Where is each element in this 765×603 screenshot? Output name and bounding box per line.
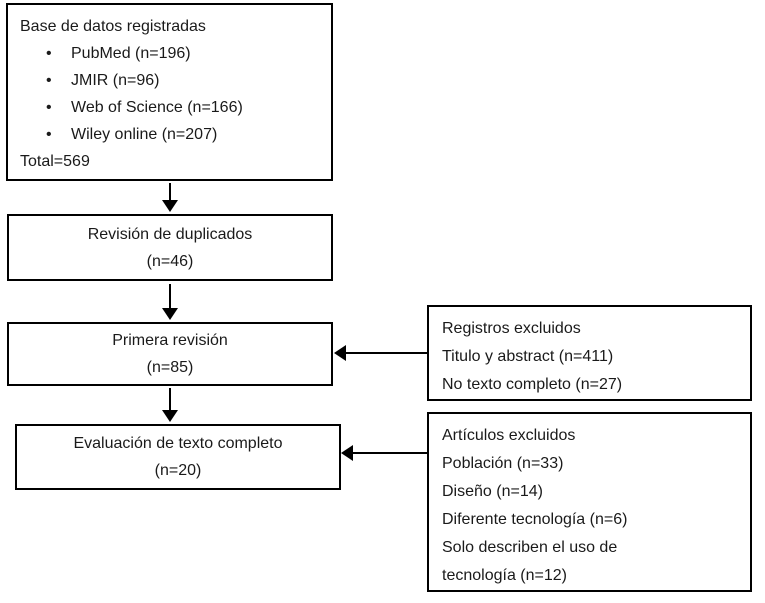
box-databases-title: Base de datos registradas bbox=[20, 18, 206, 35]
box-full-text-evaluation-count: (n=20) bbox=[154, 462, 202, 479]
exclusion-reason: Población (n=33) bbox=[442, 455, 564, 472]
box-full-text-evaluation: Evaluación de texto completo (n=20) bbox=[15, 424, 341, 490]
box-first-review-title: Primera revisión bbox=[112, 332, 228, 349]
box-databases: Base de datos registradas • PubMed (n=19… bbox=[6, 3, 333, 181]
exclusion-reason: tecnología (n=12) bbox=[442, 567, 567, 584]
list-item-wiley: • Wiley online (n=207) bbox=[46, 121, 323, 148]
box-duplicate-review: Revisión de duplicados (n=46) bbox=[7, 214, 333, 281]
arrow-line bbox=[346, 352, 427, 354]
arrow-line bbox=[353, 452, 427, 454]
bullet-icon: • bbox=[46, 126, 52, 143]
bullet-icon: • bbox=[46, 99, 52, 116]
database-label: JMIR (n=96) bbox=[71, 72, 160, 89]
box-articles-excluded: Artículos excluidos Población (n=33) Dis… bbox=[427, 412, 752, 592]
exclusion-reason: Diseño (n=14) bbox=[442, 483, 543, 500]
arrow-down-icon bbox=[162, 308, 178, 320]
box-duplicate-review-count: (n=46) bbox=[146, 252, 194, 270]
arrow-left-icon bbox=[334, 345, 346, 361]
list-item-web-of-science: • Web of Science (n=166) bbox=[46, 94, 323, 121]
arrow-down-icon bbox=[162, 200, 178, 212]
database-label: Web of Science (n=166) bbox=[71, 99, 243, 116]
box-duplicate-review-title: Revisión de duplicados bbox=[87, 225, 253, 243]
arrow-down-icon bbox=[162, 410, 178, 422]
exclusion-reason: No texto completo (n=27) bbox=[442, 376, 623, 393]
exclusion-reason: Titulo y abstract (n=411) bbox=[442, 348, 614, 365]
database-label: PubMed (n=196) bbox=[71, 45, 191, 62]
box-databases-total: Total=569 bbox=[20, 153, 90, 170]
database-label: Wiley online (n=207) bbox=[71, 126, 218, 143]
arrow-line bbox=[169, 388, 171, 411]
box-records-excluded-title: Registros excluidos bbox=[442, 320, 581, 337]
bullet-icon: • bbox=[46, 45, 52, 62]
exclusion-reason: Solo describen el uso de bbox=[442, 539, 618, 556]
list-item-jmir: • JMIR (n=96) bbox=[46, 67, 323, 94]
box-records-excluded: Registros excluidos Titulo y abstract (n… bbox=[427, 305, 752, 401]
arrow-line bbox=[169, 284, 171, 309]
box-articles-excluded-title: Artículos excluidos bbox=[442, 427, 576, 444]
box-full-text-evaluation-title: Evaluación de texto completo bbox=[73, 435, 283, 452]
list-item-pubmed: • PubMed (n=196) bbox=[46, 40, 323, 67]
exclusion-reason: Diferente tecnología (n=6) bbox=[442, 511, 628, 528]
box-first-review: Primera revisión (n=85) bbox=[7, 322, 333, 386]
box-first-review-count: (n=85) bbox=[146, 359, 194, 376]
arrow-left-icon bbox=[341, 445, 353, 461]
arrow-line bbox=[169, 183, 171, 202]
bullet-icon: • bbox=[46, 72, 52, 89]
